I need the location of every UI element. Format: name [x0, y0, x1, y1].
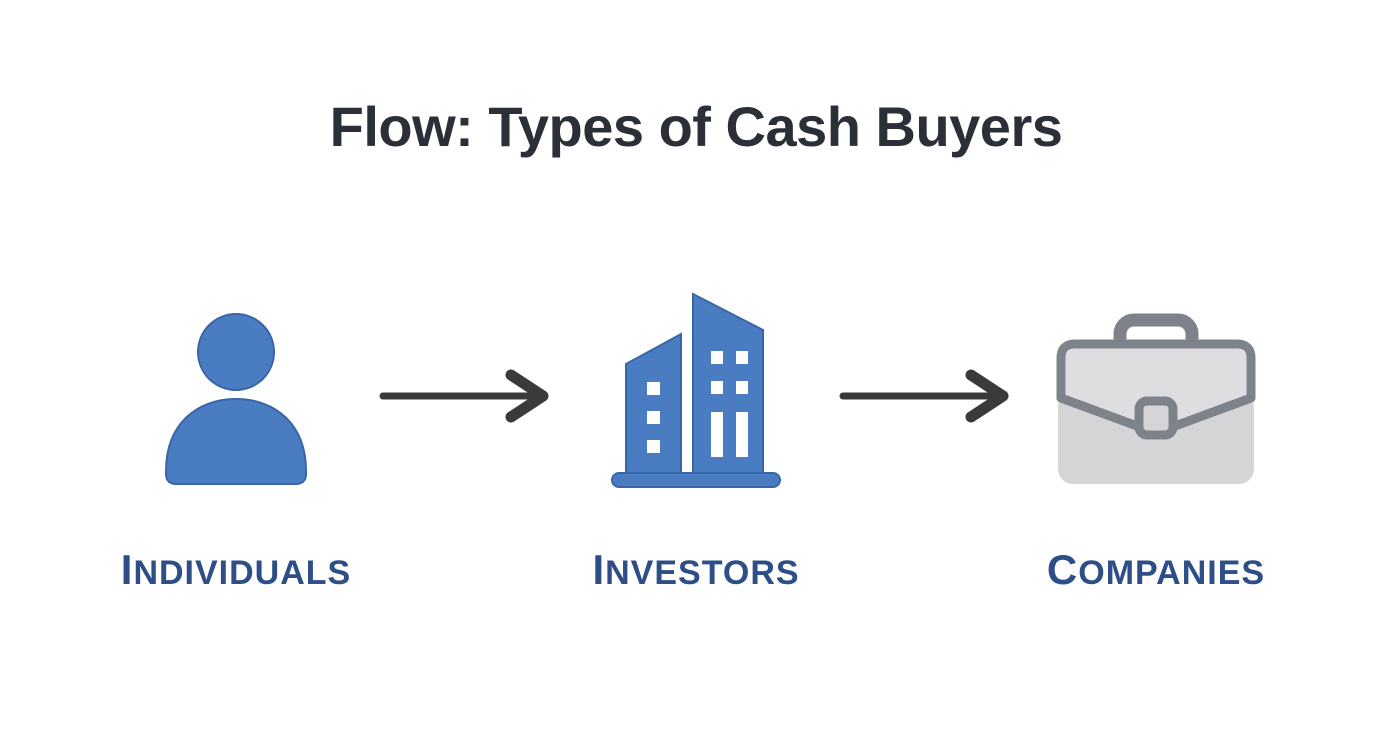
- flow-row: INDIVIDUALS: [106, 288, 1286, 594]
- arrow-right-icon: [839, 369, 1008, 423]
- node-companies: COMPANIES: [1026, 288, 1286, 594]
- connector-1: [366, 368, 566, 424]
- building-icon-svg: [611, 292, 781, 489]
- building-icon: [566, 288, 826, 489]
- page-title: Flow: Types of Cash Buyers: [329, 95, 1063, 158]
- node-individuals: INDIVIDUALS: [106, 288, 366, 594]
- node-label-individuals: INDIVIDUALS: [120, 546, 352, 594]
- arrow-right-icon: [379, 369, 548, 423]
- node-label-companies: COMPANIES: [1046, 546, 1266, 594]
- node-label-investors: INVESTORS: [592, 546, 800, 594]
- node-investors: INVESTORS: [566, 288, 826, 594]
- briefcase-icon-svg: [1056, 313, 1256, 485]
- briefcase-icon: [1026, 288, 1286, 488]
- person-icon: [106, 288, 366, 488]
- connector-2: [826, 368, 1026, 424]
- person-icon-svg: [164, 313, 307, 486]
